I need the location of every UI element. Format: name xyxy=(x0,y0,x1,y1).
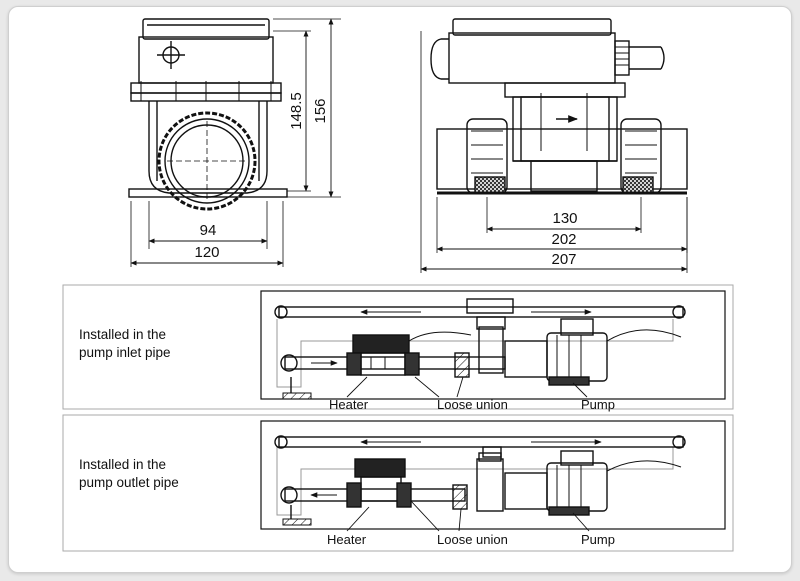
dim-156: 156 xyxy=(312,98,329,123)
technical-drawing: 148.5 156 94 120 xyxy=(62,18,734,552)
front-lid xyxy=(142,18,270,40)
dim-202: 202 xyxy=(551,231,576,248)
inlet-caption-line2: pump inlet pipe xyxy=(79,345,171,360)
outlet-panel xyxy=(62,414,734,552)
dim-120: 120 xyxy=(194,244,219,261)
dim-207: 207 xyxy=(551,251,576,268)
diagram-card: 148.5 156 94 120 xyxy=(8,6,792,573)
dim-94: 94 xyxy=(200,222,217,239)
inlet-caption-line1: Installed in the xyxy=(79,327,166,342)
inlet-label-heater: Heater xyxy=(329,397,369,412)
dim-130: 130 xyxy=(552,210,577,227)
inlet-label-union: Loose union xyxy=(437,397,508,412)
outlet-installation xyxy=(260,420,726,532)
side-view xyxy=(420,18,688,273)
inlet-panel xyxy=(62,284,734,410)
dim-148-5: 148.5 xyxy=(288,92,305,130)
front-view xyxy=(128,18,341,267)
inlet-label-pump: Pump xyxy=(581,397,615,412)
outlet-caption-line2: pump outlet pipe xyxy=(79,475,179,490)
outlet-label-heater: Heater xyxy=(327,532,367,547)
outlet-label-pump: Pump xyxy=(581,532,615,547)
inlet-installation xyxy=(260,290,726,400)
outlet-caption-line1: Installed in the xyxy=(79,457,166,472)
outlet-label-union: Loose union xyxy=(437,532,508,547)
